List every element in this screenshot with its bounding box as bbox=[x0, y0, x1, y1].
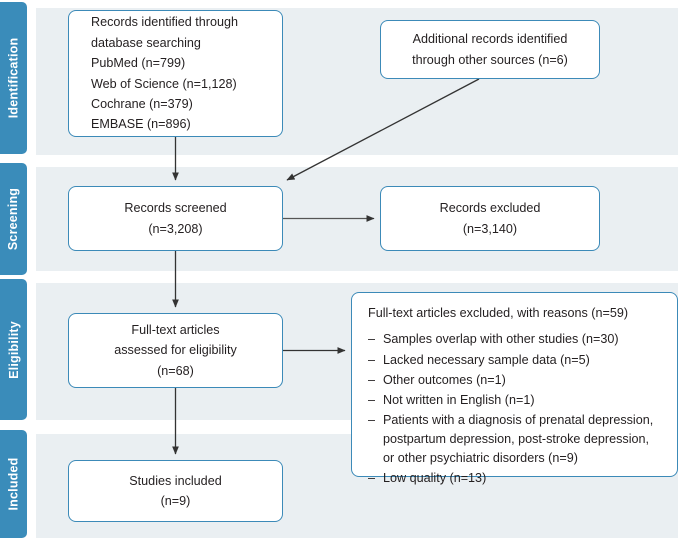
list-item: – Lacked necessary sample data (n=5) bbox=[368, 351, 663, 370]
box-records-identified-database: Records identified through database sear… bbox=[68, 10, 283, 137]
exclusion-reasons-title: Full-text articles excluded, with reason… bbox=[368, 306, 629, 320]
stage-tab-eligibility-label: Eligibility bbox=[6, 320, 21, 379]
box-line: Records excluded bbox=[439, 201, 541, 216]
list-item-label: Lacked necessary sample data (n=5) bbox=[383, 352, 590, 367]
stage-tab-included-label: Included bbox=[6, 457, 21, 511]
box-line: (n=3,208) bbox=[148, 221, 203, 236]
box-line: Additional records identified bbox=[412, 32, 568, 47]
stage-tab-screening: Screening bbox=[0, 163, 27, 275]
box-line: (n=9) bbox=[160, 494, 191, 508]
stage-tab-identification: Identification bbox=[0, 2, 27, 154]
exclusion-reasons-list: – Samples overlap with other studies (n=… bbox=[368, 330, 663, 489]
list-item-label: Samples overlap with other studies (n=30… bbox=[383, 332, 619, 347]
dash-bullet: – bbox=[368, 372, 376, 387]
box-fulltext-excluded-reasons: Full-text articles excluded, with reason… bbox=[351, 292, 678, 485]
dash-bullet: – bbox=[368, 392, 376, 407]
stage-tab-included: Included bbox=[0, 430, 27, 538]
box-line: PubMed (n=799) bbox=[91, 56, 186, 71]
list-item: – Other outcomes (n=1) bbox=[368, 371, 663, 390]
box-studies-included: Studies included (n=9) bbox=[68, 460, 283, 522]
box-line: EMBASE (n=896) bbox=[91, 117, 191, 132]
dash-bullet: – bbox=[368, 332, 376, 347]
list-item-label: Other outcomes (n=1) bbox=[383, 372, 506, 387]
box-records-screened: Records screened (n=3,208) bbox=[68, 186, 283, 251]
box-additional-records-other-sources: Additional records identified through ot… bbox=[380, 20, 600, 79]
stage-tab-eligibility: Eligibility bbox=[0, 279, 27, 420]
list-item: – Low quality (n=13) bbox=[368, 469, 663, 488]
list-item-label: Low quality (n=13) bbox=[383, 471, 487, 486]
list-item-label: Not written in English (n=1) bbox=[383, 392, 535, 407]
box-line: Records identified through bbox=[91, 15, 239, 30]
dash-bullet: – bbox=[368, 412, 376, 427]
list-item: – Patients with a diagnosis of prenatal … bbox=[368, 411, 663, 468]
box-line: (n=3,140) bbox=[462, 221, 518, 236]
list-item: – Samples overlap with other studies (n=… bbox=[368, 330, 663, 349]
stage-tab-identification-label: Identification bbox=[6, 37, 21, 119]
box-line: Studies included bbox=[129, 473, 222, 488]
dash-bullet: – bbox=[368, 352, 376, 367]
box-line: database searching bbox=[91, 35, 201, 50]
dash-bullet: – bbox=[368, 471, 376, 486]
box-line: assessed for eligibility bbox=[114, 343, 237, 358]
box-fulltext-assessed: Full-text articles assessed for eligibil… bbox=[68, 313, 283, 388]
box-line: Web of Science (n=1,128) bbox=[91, 76, 237, 91]
box-line: (n=68) bbox=[157, 363, 194, 378]
list-item-label: Patients with a diagnosis of prenatal de… bbox=[383, 412, 654, 466]
box-line: Full-text articles bbox=[131, 322, 220, 337]
box-line: Cochrane (n=379) bbox=[91, 96, 193, 111]
box-records-excluded: Records excluded (n=3,140) bbox=[380, 186, 600, 251]
box-line: Records screened bbox=[124, 201, 227, 216]
box-line: through other sources (n=6) bbox=[412, 52, 568, 67]
list-item: – Not written in English (n=1) bbox=[368, 391, 663, 410]
stage-tab-screening-label: Screening bbox=[6, 187, 21, 251]
